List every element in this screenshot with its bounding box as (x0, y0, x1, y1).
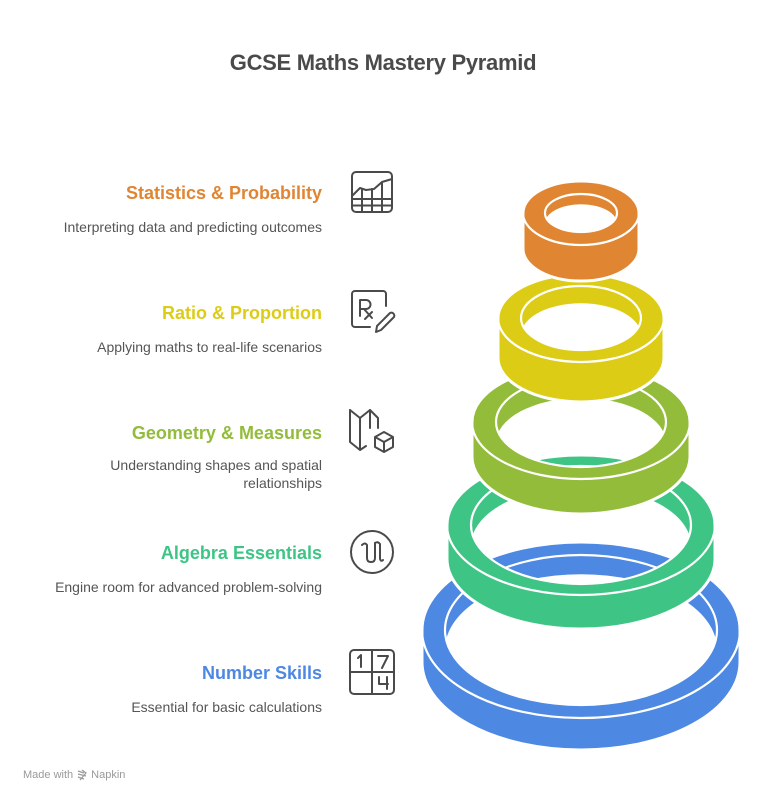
level-title: Statistics & Probability (125, 183, 322, 203)
level-description: Essential for basic calculations (131, 699, 322, 715)
ring-inner-edge (519, 284, 643, 352)
ring-side-wall (523, 213, 639, 281)
level-ratio: Ratio & Proportion Applying maths to rea… (0, 302, 322, 356)
level-statistics: Statistics & Probability Interpreting da… (0, 182, 322, 236)
ring-inner-back (521, 286, 641, 336)
level-description: Understanding shapes and spatial relatio… (110, 457, 322, 491)
footer-attribution: Made with Napkin (23, 769, 125, 781)
ring-side-wall (447, 525, 715, 629)
level-description: Interpreting data and predicting outcome… (63, 219, 322, 235)
level-title: Algebra Essentials (160, 543, 322, 563)
ring-outline (496, 272, 666, 404)
ring-side-wall (422, 630, 740, 750)
level-title: Geometry & Measures (131, 423, 322, 443)
level-description: Engine room for advanced problem-solving (55, 579, 322, 595)
ring-inner-back (545, 194, 617, 224)
ring-edge-line (496, 317, 666, 364)
ring-edge-line (445, 524, 717, 597)
napkin-logo-icon (77, 769, 88, 781)
level-algebra: Algebra Essentials Engine room for advan… (0, 542, 322, 596)
map-cube-icon (346, 404, 398, 456)
level-title: Ratio & Proportion (162, 303, 322, 323)
unreal-circle-icon (346, 526, 398, 578)
chart-grid-icon (346, 166, 398, 218)
ring-inner-edge (543, 192, 619, 234)
ring-outline (420, 540, 742, 752)
level-geometry: Geometry & Measures Understanding shapes… (82, 422, 322, 492)
ring-top-face (523, 181, 639, 245)
footer-brand: Napkin (91, 769, 126, 781)
ring-outline (521, 179, 641, 283)
footer-made-with: Made with (23, 769, 74, 781)
ring-side-wall (472, 422, 690, 514)
ring-edge-line (521, 212, 641, 247)
ring-edge-line (420, 629, 742, 720)
ring-side-wall (498, 318, 664, 402)
level-title: Number Skills (201, 663, 322, 683)
ring-1 (521, 179, 641, 283)
ring-2 (496, 272, 666, 404)
prescription-pen-icon (346, 286, 398, 338)
number-grid-icon (346, 646, 398, 698)
ring-inner-edge (443, 553, 719, 707)
diagram-title: GCSE Maths Mastery Pyramid (229, 50, 537, 75)
level-description: Applying maths to real-life scenarios (97, 339, 322, 355)
level-number: Number Skills Essential for basic calcul… (0, 662, 322, 716)
ring-edge-line (470, 421, 692, 481)
